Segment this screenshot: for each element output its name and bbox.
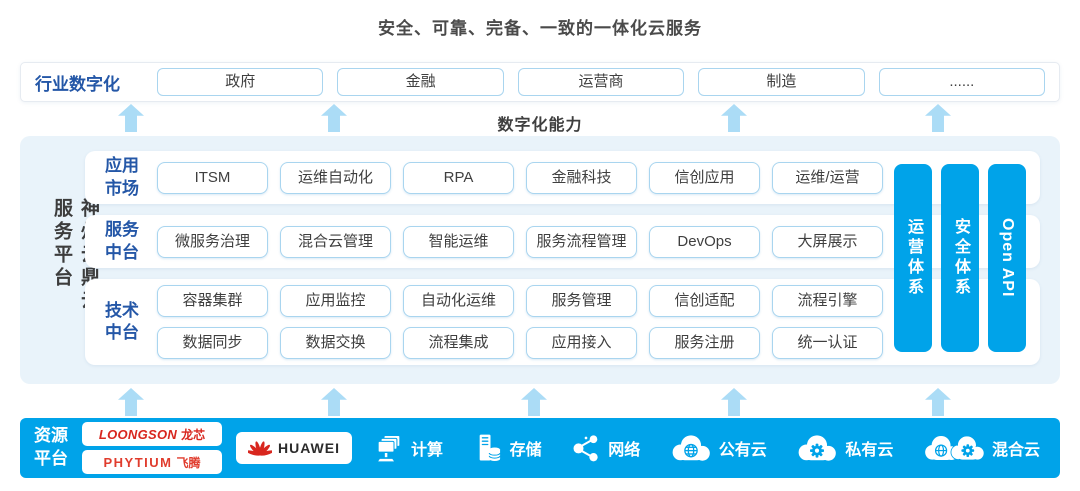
app-item: 金融科技 xyxy=(526,161,637,194)
tech-item: 数据交换 xyxy=(280,327,391,359)
service-item: 微服务治理 xyxy=(157,225,268,258)
loongson-chip: LOONGSON 龙芯 xyxy=(82,422,222,446)
arrow-up-icon xyxy=(321,388,347,416)
loongson-logo: LOONGSON xyxy=(98,426,178,442)
industry-item-government: 政府 xyxy=(157,68,324,96)
platform-panel: 神州云鼎云服务平台 应用市场 ITSM 运维自动化 RPA 金融科技 信创应用 … xyxy=(20,136,1060,384)
arrow-up-icon xyxy=(118,388,144,416)
network-icon xyxy=(573,435,598,462)
tech-item: 服务管理 xyxy=(526,285,637,317)
compute-icon xyxy=(377,435,401,462)
tech-item: 信创适配 xyxy=(649,285,760,317)
storage-icon xyxy=(479,434,501,461)
industry-item-finance: 金融 xyxy=(337,68,504,96)
resource-item-private-cloud: 私有云 xyxy=(796,434,893,462)
row-app-market-label: 应用市场 xyxy=(105,156,139,198)
app-item: 运维/运营 xyxy=(772,161,883,194)
row-service-middle-platform: 服务中台 微服务治理 混合云管理 智能运维 服务流程管理 DevOps 大屏展示 xyxy=(85,215,1040,268)
tech-item: 应用接入 xyxy=(526,327,637,359)
service-item: 智能运维 xyxy=(403,225,514,258)
service-item: 混合云管理 xyxy=(280,225,391,258)
row-service-label: 服务中台 xyxy=(105,220,139,262)
arrow-up-icon xyxy=(721,388,747,416)
app-item: RPA xyxy=(403,161,514,194)
phytium-chip: PHYTIUM 飞腾 xyxy=(82,450,222,474)
industry-item-more: ...... xyxy=(878,68,1046,96)
app-item: 信创应用 xyxy=(649,161,760,194)
resource-bar-label: 资源平台 xyxy=(34,426,68,468)
industry-item-operator: 运营商 xyxy=(517,68,685,96)
tech-item: 统一认证 xyxy=(772,327,883,359)
row-tech-middle-platform: 技术中台 容器集群 应用监控 自动化运维 服务管理 信创适配 流程引擎 数据同步… xyxy=(85,279,1040,365)
tech-item: 服务注册 xyxy=(649,327,760,359)
app-item: ITSM xyxy=(157,161,268,194)
tech-item: 数据同步 xyxy=(157,327,268,359)
page-title: 安全、可靠、完备、一致的一体化云服务 xyxy=(378,19,702,38)
service-item: DevOps xyxy=(649,225,760,258)
service-item: 服务流程管理 xyxy=(526,225,637,258)
industry-row: 行业数字化 政府 金融 运营商 制造 ...... xyxy=(20,62,1060,102)
huawei-logo-text: HUAWEI xyxy=(278,440,340,456)
app-item: 运维自动化 xyxy=(280,161,391,194)
arrow-up-icon xyxy=(521,388,547,416)
industry-item-manufacturing: 制造 xyxy=(698,68,865,96)
resource-item-hybrid-cloud: 混合云 xyxy=(923,434,1040,462)
tech-item: 流程集成 xyxy=(403,327,514,359)
private-cloud-icon xyxy=(799,435,837,461)
huawei-chip: HUAWEI xyxy=(236,432,352,464)
tech-item: 容器集群 xyxy=(157,285,268,317)
resource-item-network: 网络 xyxy=(571,433,640,463)
industry-row-label: 行业数字化 xyxy=(35,74,120,94)
resource-platform-bar: 资源平台 LOONGSON 龙芯 PHYTIUM 飞腾 xyxy=(20,418,1060,478)
cpu-vendor-chips: LOONGSON 龙芯 PHYTIUM 飞腾 xyxy=(82,422,222,474)
public-cloud-icon xyxy=(672,435,710,461)
resource-item-storage: 存储 xyxy=(473,433,542,463)
row-app-market: 应用市场 ITSM 运维自动化 RPA 金融科技 信创应用 运维/运营 xyxy=(85,151,1040,204)
hybrid-cloud-icon xyxy=(925,435,985,461)
service-item: 大屏展示 xyxy=(772,225,883,258)
tech-item: 流程引擎 xyxy=(772,285,883,317)
pillar-security-system: 安全体系 xyxy=(941,164,979,352)
row-tech-label: 技术中台 xyxy=(105,300,139,342)
resource-item-compute: 计算 xyxy=(374,433,443,463)
tech-item: 应用监控 xyxy=(280,285,391,317)
phytium-logo: PHYTIUM xyxy=(103,454,173,470)
pillar-open-api: Open API xyxy=(988,164,1026,352)
arrow-up-icon xyxy=(925,388,951,416)
pillar-operation-system: 运营体系 xyxy=(894,164,932,352)
resource-items: 计算 xyxy=(352,433,1046,463)
tech-item: 自动化运维 xyxy=(403,285,514,317)
capability-band-label: 数字化能力 xyxy=(497,117,583,134)
resource-item-public-cloud: 公有云 xyxy=(670,434,767,462)
huawei-flower-icon xyxy=(248,441,272,456)
